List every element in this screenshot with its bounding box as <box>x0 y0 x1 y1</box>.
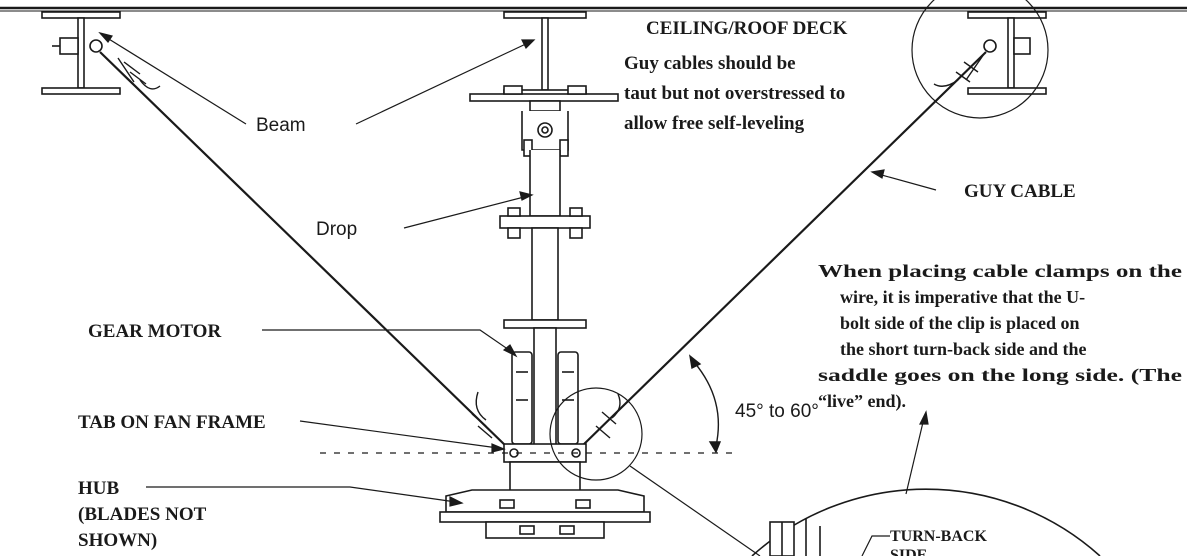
label-drop: Drop <box>316 219 357 240</box>
ceiling-deck <box>0 6 1187 12</box>
label-clamp-line2: wire, it is imperative that the U- <box>840 287 1085 307</box>
text-labels: CEILING/ROOF DECK Guy cables should be t… <box>78 18 1182 556</box>
label-hub-line2: (BLADES NOT <box>78 504 207 525</box>
label-note-line3: allow free self-leveling <box>624 113 805 134</box>
detail-circle-top-right <box>911 0 1049 119</box>
label-note-line1: Guy cables should be <box>624 53 796 74</box>
label-guy-cable: GUY CABLE <box>964 181 1076 202</box>
mounting-plate <box>469 85 619 157</box>
label-ceiling: CEILING/ROOF DECK <box>646 18 848 39</box>
leader-lines <box>98 31 937 556</box>
beam-center <box>503 11 587 97</box>
label-tab: TAB ON FAN FRAME <box>78 412 266 433</box>
label-clamp-line3: bolt side of the clip is placed on <box>840 313 1080 333</box>
label-turnback-line2: SIDE <box>890 547 927 556</box>
drop-tube <box>499 150 591 329</box>
clamp-right-top <box>933 53 985 87</box>
detail-magnified <box>751 488 1101 556</box>
detail-circle-clamp <box>549 387 643 481</box>
label-gear-motor: GEAR MOTOR <box>88 321 221 342</box>
label-clamp-line1: When placing cable clamps on the <box>818 261 1182 281</box>
angle-indicator <box>689 354 722 454</box>
hub <box>439 461 651 539</box>
clamp-left-top <box>117 57 161 90</box>
label-clamp-line4: the short turn-back side and the <box>840 339 1087 359</box>
label-angle: 45° to 60° <box>735 401 819 422</box>
label-clamp-line5: saddle goes on the long side. (The <box>818 365 1182 386</box>
label-turnback-line1: TURN-BACK <box>890 528 987 545</box>
guy-cables <box>99 51 987 449</box>
beam-right <box>967 11 1047 95</box>
label-beam: Beam <box>256 115 306 136</box>
beam-left <box>41 11 121 95</box>
clamp-left-bottom <box>471 391 493 439</box>
clamp-right-bottom <box>595 393 621 439</box>
label-hub-line1: HUB <box>78 478 120 499</box>
label-hub-line3: SHOWN) <box>78 530 157 551</box>
label-clamp-line6: “live” end). <box>818 391 906 412</box>
detail-leader <box>629 465 761 556</box>
label-note-line2: taut but not overstressed to <box>624 83 845 104</box>
